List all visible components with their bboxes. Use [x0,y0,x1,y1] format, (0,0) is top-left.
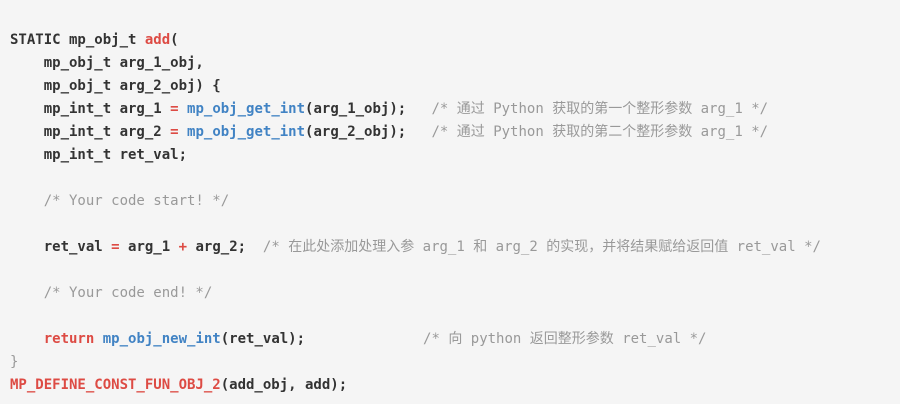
code-token [94,331,102,347]
code-line: mp_obj_t arg_1_obj, [10,52,890,75]
function-token: mp_obj_get_int [187,101,306,117]
comment-token: /* 通过 Python 获取的第二个整形参数 arg_1 */ [406,124,769,140]
code-line: /* Your code end! */ [10,282,890,305]
code-token [179,124,187,140]
code-token: ret_val [10,239,112,255]
code-token: STATIC mp_obj_t [10,32,145,48]
comment-token: /* Your code start! */ [10,193,230,209]
code-line: ret_val = arg_1 + arg_2; /* 在此处添加处理入参 ar… [10,236,890,259]
code-token: mp_obj_t arg_2_obj) { [10,78,221,94]
code-token: mp_obj_t arg_1_obj, [10,55,204,71]
function-token: mp_obj_new_int [102,331,221,347]
keyword-token: add [144,32,171,48]
keyword-token: = [170,124,179,140]
code-line: mp_int_t arg_2 = mp_obj_get_int(arg_2_ob… [10,121,890,144]
code-line [10,213,890,236]
code-token [10,331,44,347]
code-line: /* Your code start! */ [10,190,890,213]
keyword-token: = [170,101,179,117]
code-content: STATIC mp_obj_t add( mp_obj_t arg_1_obj,… [10,29,890,397]
code-token: mp_int_t ret_val; [10,147,188,163]
keyword-token: = [111,239,120,255]
keyword-token: return [43,331,95,347]
code-token: (arg_2_obj); [305,124,407,140]
keyword-token: MP_DEFINE_CONST_FUN_OBJ_2 [10,377,221,393]
keyword-token: + [178,239,188,255]
code-line [10,305,890,328]
code-line [10,259,890,282]
code-line: } [10,351,890,374]
code-token: (add_obj, add); [220,377,348,393]
code-line: mp_int_t arg_1 = mp_obj_get_int(arg_1_ob… [10,98,890,121]
function-token: mp_obj_get_int [187,124,306,140]
code-token: (ret_val); [220,331,306,347]
code-token: mp_int_t arg_1 [10,101,171,117]
comment-token: /* Your code end! */ [10,285,213,301]
code-line: STATIC mp_obj_t add( [10,29,890,52]
code-line: MP_DEFINE_CONST_FUN_OBJ_2(add_obj, add); [10,374,890,397]
code-token [179,101,187,117]
code-line [10,167,890,190]
code-token: arg_2; [187,239,247,255]
code-line: mp_obj_t arg_2_obj) { [10,75,890,98]
comment-token: /* 向 python 返回整形参数 ret_val */ [305,331,707,347]
code-token: arg_1 [119,239,179,255]
code-token: ( [170,32,179,48]
comment-token: /* 在此处添加处理入参 arg_1 和 arg_2 的实现，并将结果赋给返回值… [246,239,821,255]
code-token: mp_int_t arg_2 [10,124,171,140]
code-line: return mp_obj_new_int(ret_val); /* 向 pyt… [10,328,890,351]
punctuation-token: } [10,354,19,370]
comment-token: /* 通过 Python 获取的第一个整形参数 arg_1 */ [406,101,769,117]
code-line: mp_int_t ret_val; [10,144,890,167]
code-token: (arg_1_obj); [305,101,407,117]
